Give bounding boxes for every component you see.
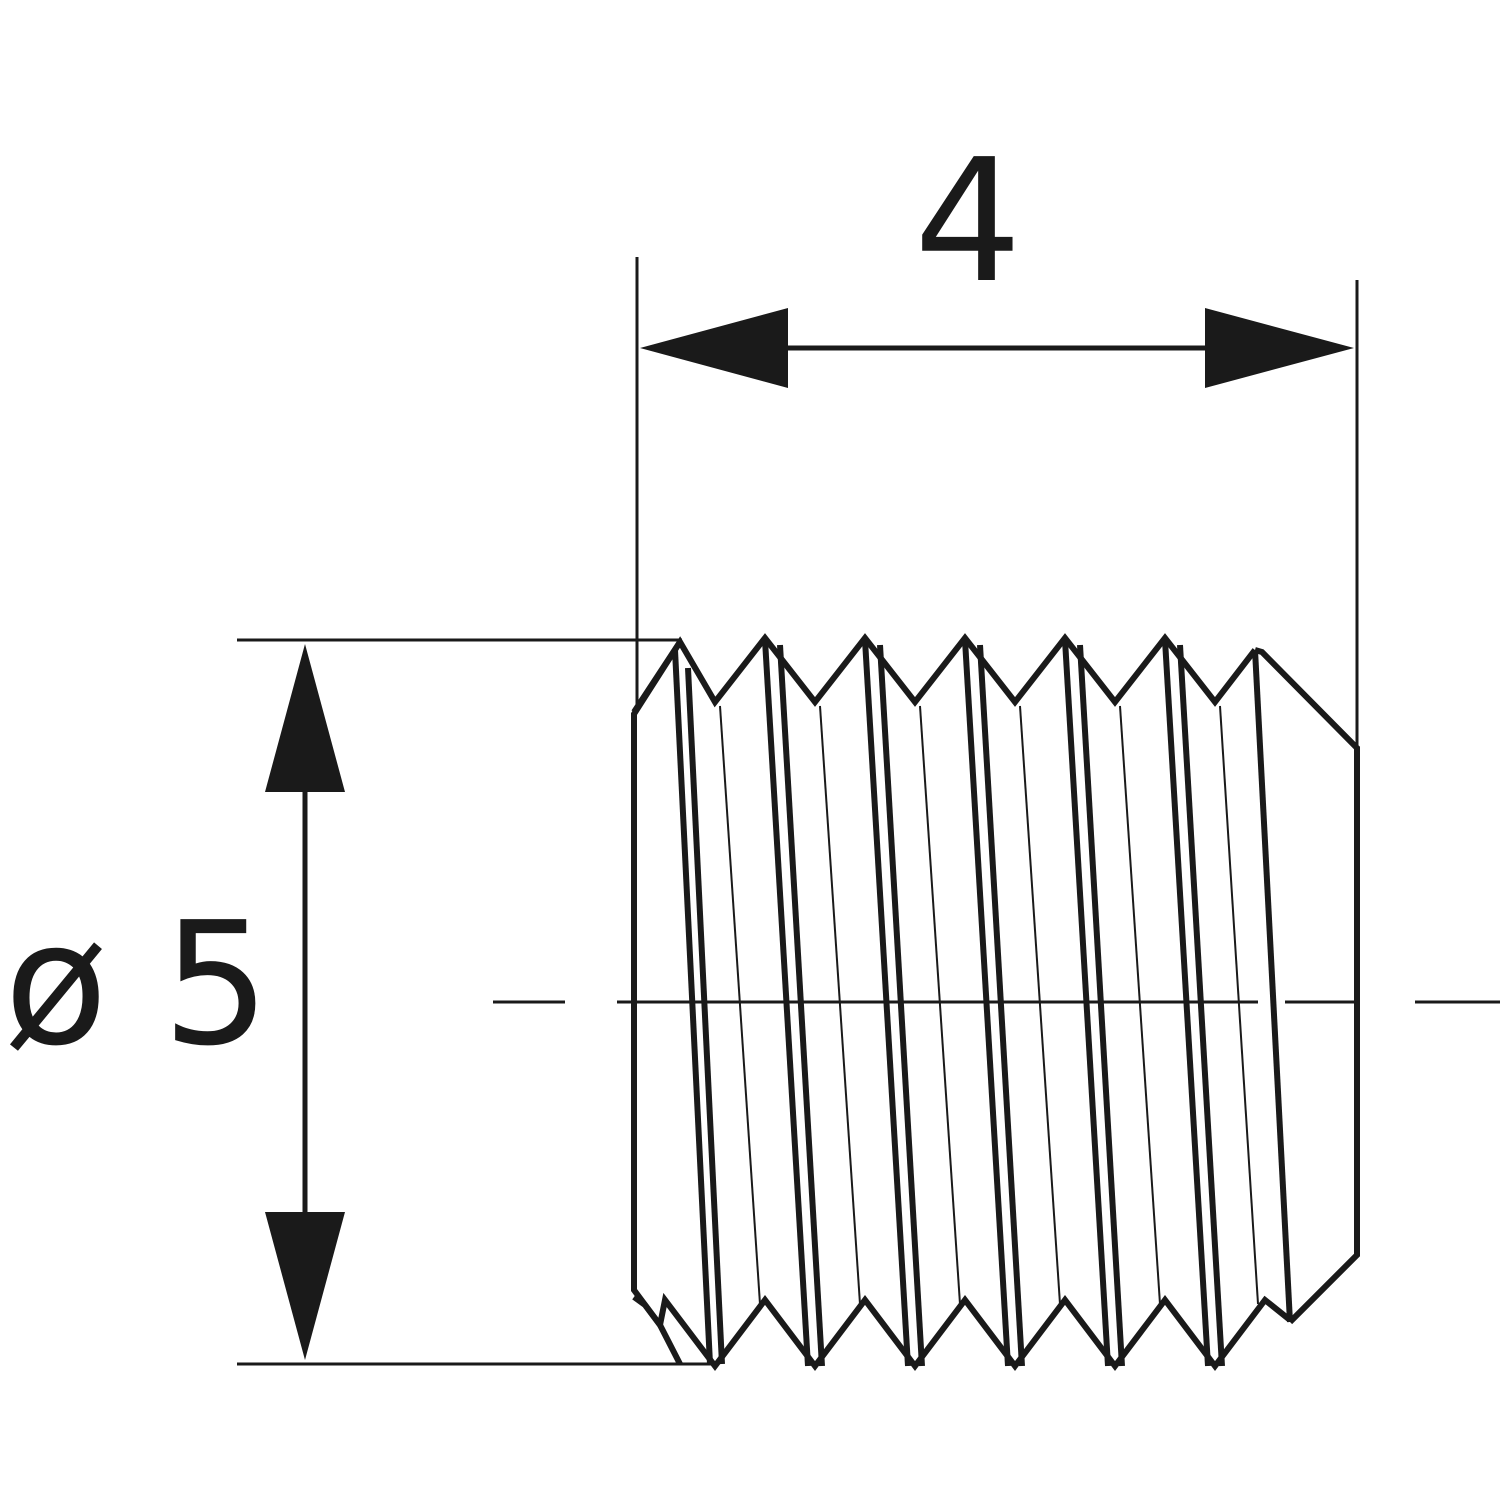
diameter-dimension: ø 5 bbox=[4, 638, 712, 1366]
top-thread-profile bbox=[631, 633, 1258, 714]
diameter-arrowhead-top bbox=[265, 644, 345, 792]
thread-flanks bbox=[672, 639, 1259, 1367]
bottom-thread-profile bbox=[632, 1292, 1292, 1371]
right-end-inner-line bbox=[1252, 649, 1293, 1323]
diameter-arrowhead-bottom bbox=[265, 1212, 345, 1360]
screw-body bbox=[631, 633, 1360, 1371]
length-dimension: 4 bbox=[635, 123, 1359, 745]
length-arrowhead-left bbox=[640, 308, 788, 388]
length-arrowhead-right bbox=[1205, 308, 1354, 388]
length-label: 4 bbox=[914, 123, 1022, 321]
right-end-chamfer bbox=[1254, 647, 1360, 1325]
diameter-label: ø 5 bbox=[4, 886, 270, 1084]
